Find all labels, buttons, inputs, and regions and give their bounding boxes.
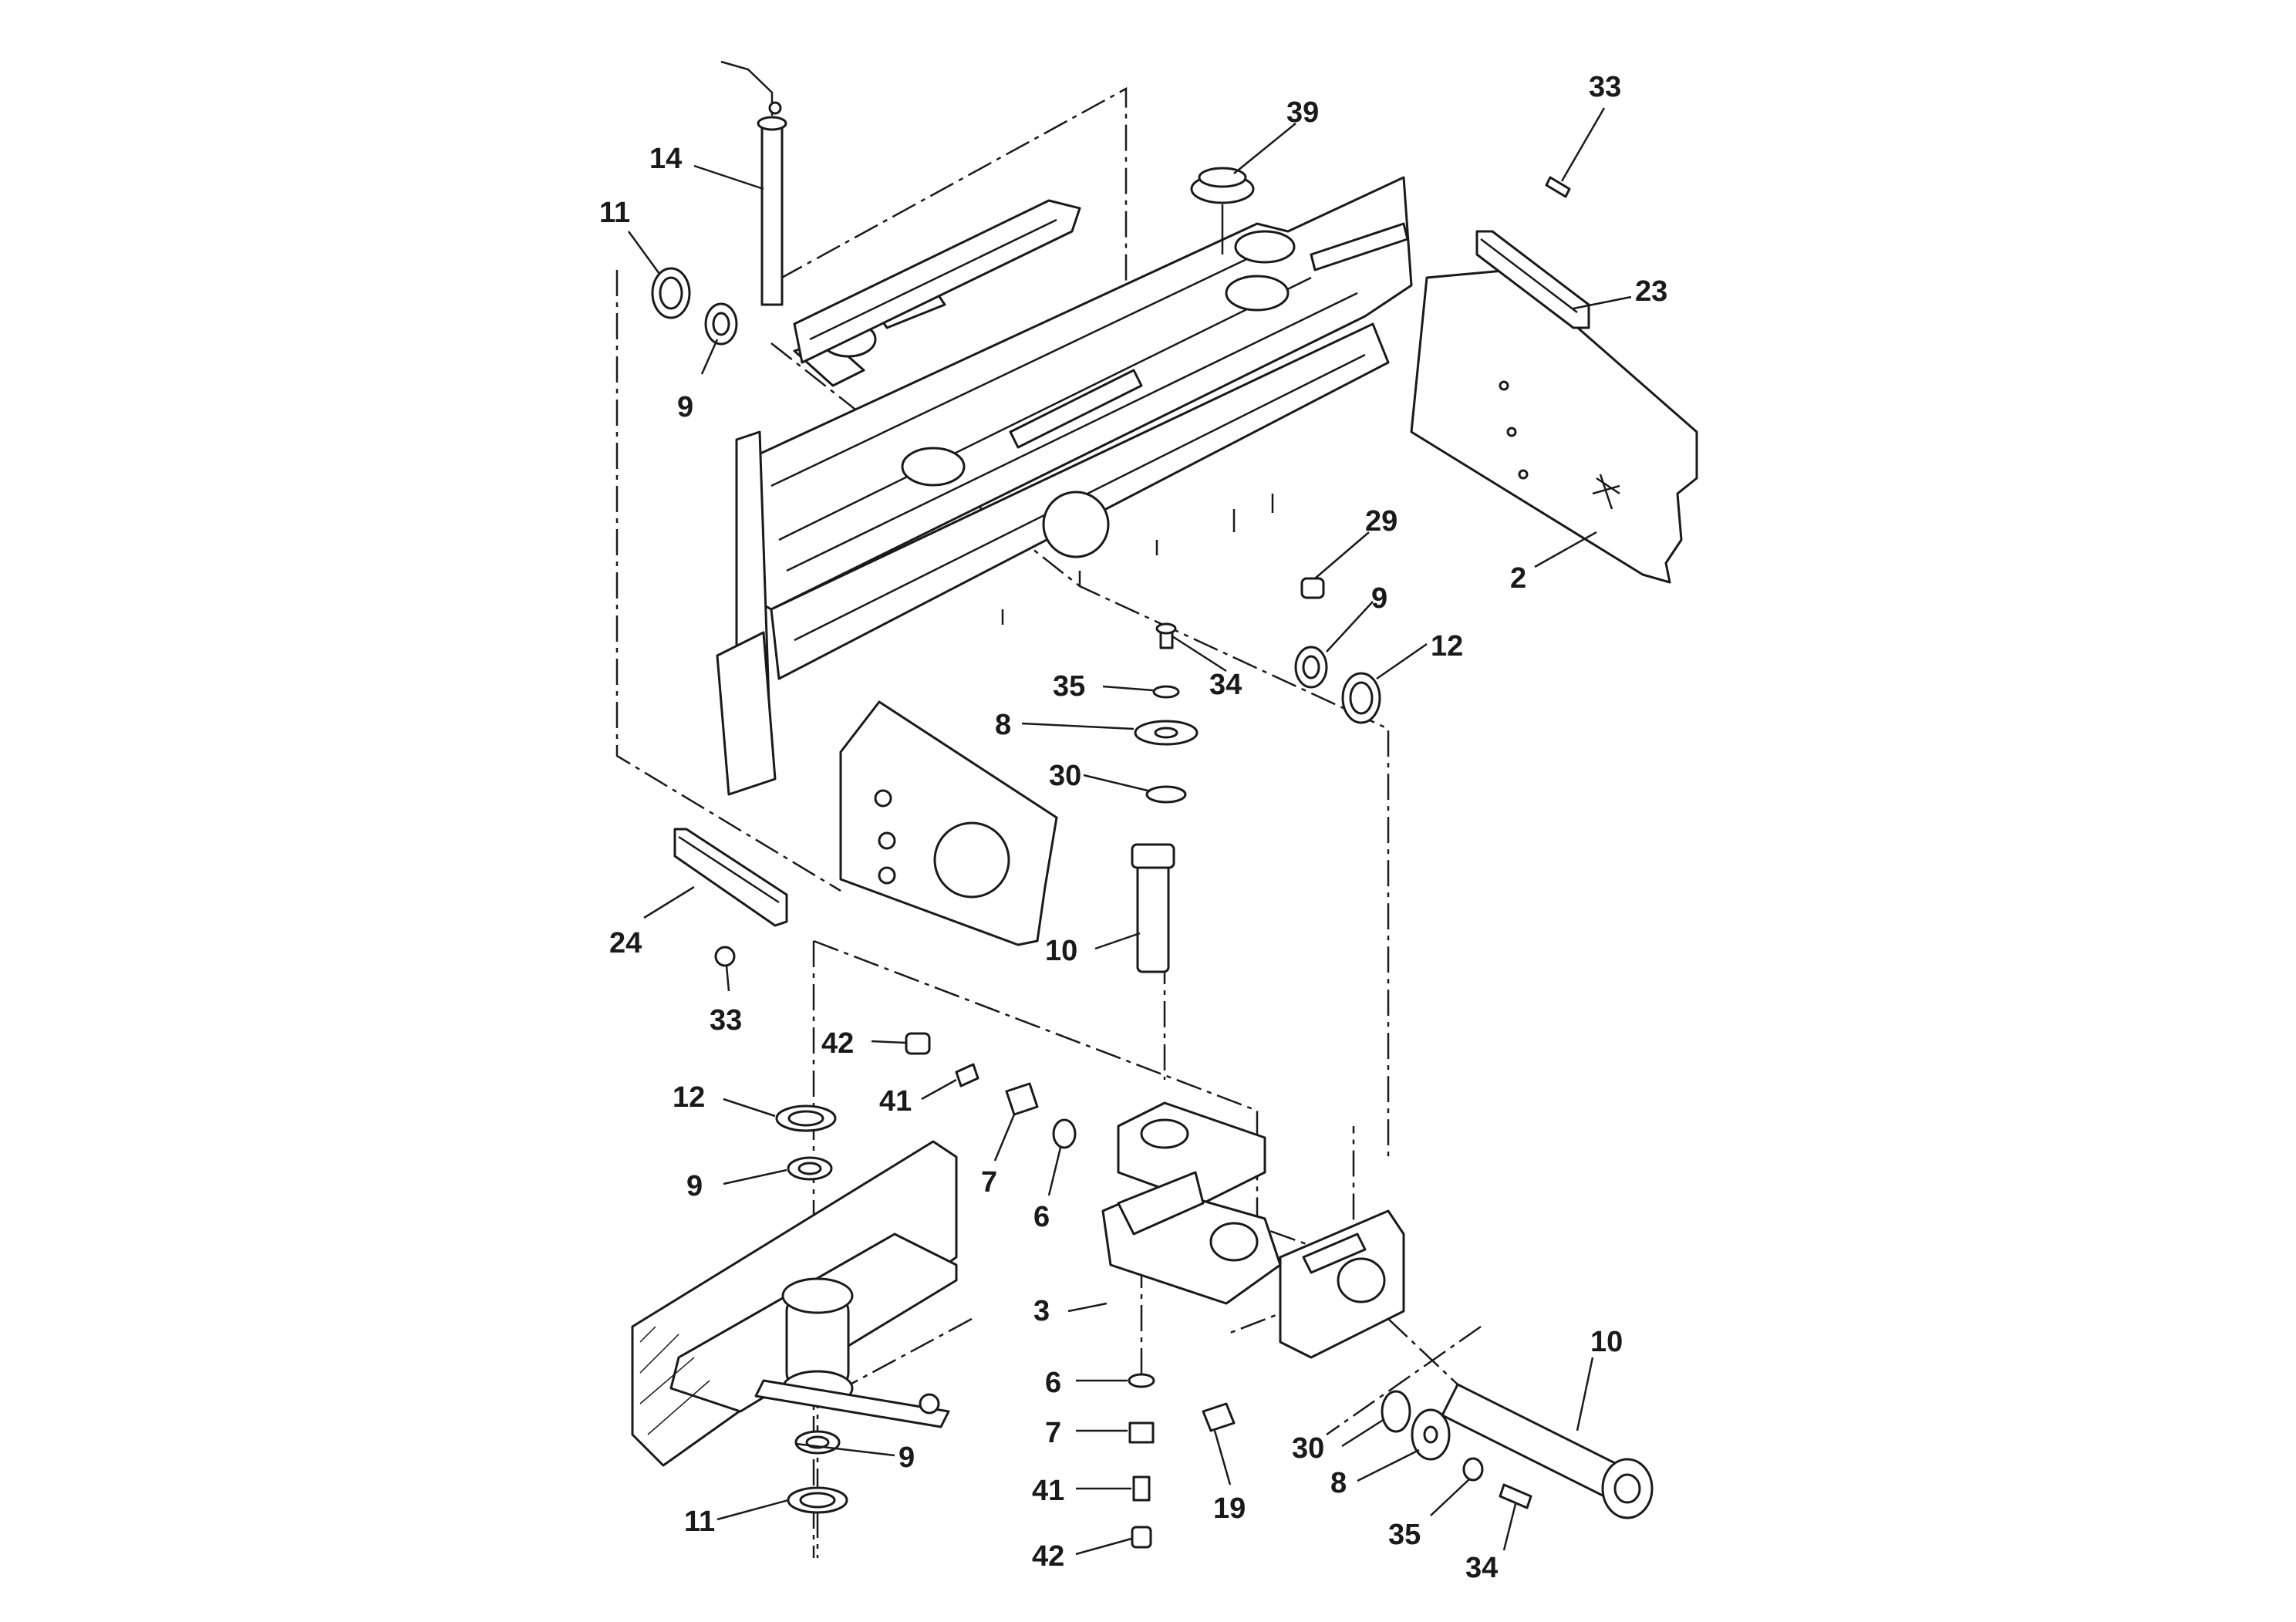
side-plate — [1410, 268, 1698, 584]
grease-fitting-lower — [1128, 1373, 1155, 1549]
callout-12: 12 — [673, 1081, 705, 1114]
grease-fitting-upper — [905, 1032, 1077, 1149]
main-frame-part-2 — [716, 176, 1413, 796]
callout-39: 39 — [1286, 96, 1319, 129]
callout-42: 42 — [1032, 1540, 1064, 1573]
washer-part-8-lower — [1411, 1408, 1451, 1461]
callout-29: 29 — [1365, 505, 1397, 538]
pivot-bracket-part-3 — [1101, 1101, 1405, 1359]
washer-part-9-lower-b — [794, 1430, 841, 1455]
callout-10: 10 — [1045, 935, 1077, 967]
callout-10: 10 — [1590, 1326, 1623, 1358]
pivot-stack-upper — [1131, 622, 1199, 973]
washer-part-9-right — [1294, 646, 1328, 689]
pivot-pin-part-10-lower — [1441, 1383, 1654, 1519]
callout-9: 9 — [686, 1170, 703, 1202]
leader-lines — [627, 107, 1632, 1556]
callout-33: 33 — [1589, 71, 1621, 103]
o-ring-part-30-lower — [1381, 1390, 1411, 1433]
callout-6: 6 — [1045, 1367, 1061, 1399]
callout-41: 41 — [1032, 1475, 1064, 1507]
callout-30: 30 — [1049, 760, 1081, 792]
callout-3: 3 — [1033, 1295, 1050, 1327]
callout-35: 35 — [1053, 670, 1085, 703]
callout-19: 19 — [1213, 1492, 1246, 1525]
callout-42: 42 — [821, 1027, 854, 1060]
callout-8: 8 — [1330, 1467, 1347, 1499]
bolt-part-33-lower — [714, 946, 736, 967]
seal-ring-part-11-lower — [787, 1486, 848, 1514]
callout-9: 9 — [899, 1442, 915, 1474]
washer-part-9-top — [704, 302, 738, 346]
mounting-plate — [839, 700, 1058, 946]
callout-33: 33 — [710, 1004, 742, 1037]
callout-7: 7 — [981, 1166, 997, 1199]
seal-ring-part-12-right — [1341, 672, 1381, 724]
callout-14: 14 — [649, 143, 682, 175]
cover-plate-part-23 — [1475, 230, 1590, 329]
axle-bracket — [631, 1140, 958, 1467]
callout-23: 23 — [1635, 275, 1667, 308]
callout-8: 8 — [995, 709, 1011, 741]
callout-9: 9 — [677, 391, 693, 423]
callout-41: 41 — [879, 1085, 912, 1118]
callout-35: 35 — [1388, 1519, 1421, 1551]
callout-9: 9 — [1371, 582, 1387, 615]
bolt-part-33-top — [1545, 176, 1571, 198]
callout-34: 34 — [1209, 669, 1242, 701]
callout-labels: 39 33 14 11 23 9 29 2 9 12 35 34 8 30 10… — [599, 71, 1667, 1584]
callout-12: 12 — [1431, 630, 1463, 663]
callout-24: 24 — [609, 927, 642, 959]
callout-6: 6 — [1033, 1201, 1050, 1233]
washer-part-9-lower-a — [787, 1156, 833, 1181]
nut-part-29 — [1300, 577, 1325, 599]
seal-ring-part-11-top — [651, 267, 691, 319]
callout-11: 11 — [599, 197, 630, 229]
callout-30: 30 — [1292, 1432, 1324, 1465]
seal-ring-part-12-lower — [775, 1104, 837, 1132]
cover-plate-part-24 — [673, 828, 788, 927]
callout-11: 11 — [684, 1506, 715, 1538]
sensor-rod-part-14 — [720, 60, 787, 306]
callout-34: 34 — [1465, 1552, 1498, 1584]
washer-part-35-lower — [1462, 1457, 1484, 1482]
callout-2: 2 — [1510, 562, 1526, 595]
bolt-part-34-lower — [1499, 1483, 1532, 1509]
fitting-part-19 — [1202, 1402, 1236, 1432]
callout-7: 7 — [1045, 1417, 1061, 1449]
